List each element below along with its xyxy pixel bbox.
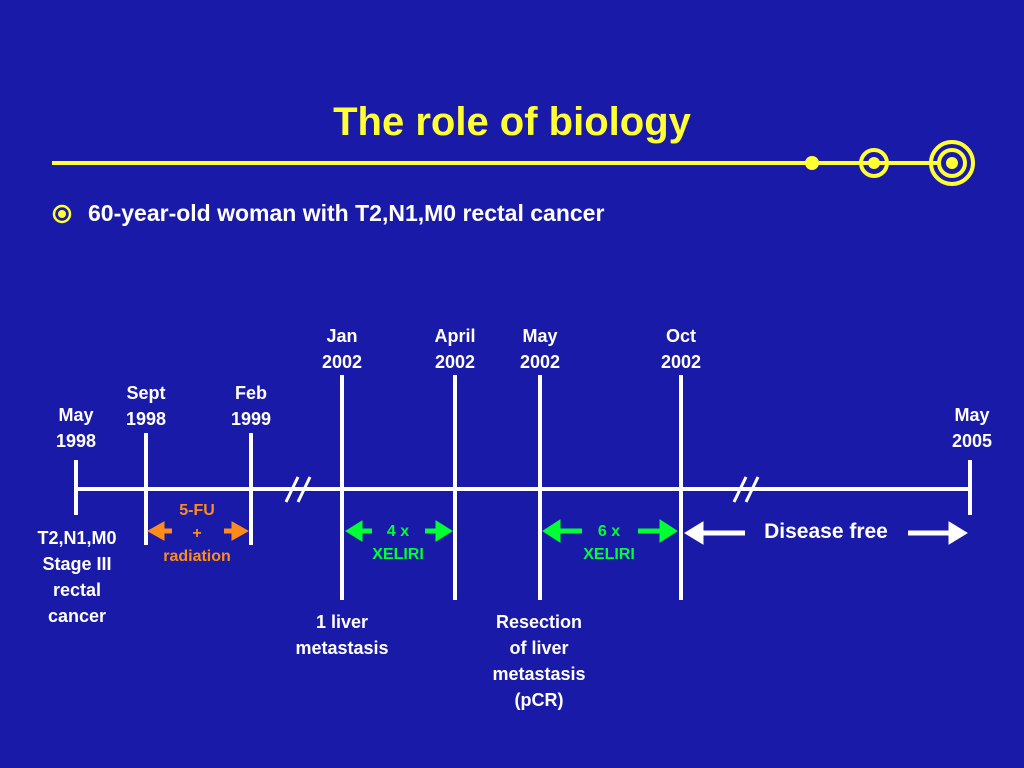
dot-icon — [805, 156, 819, 170]
axis-break-mark — [732, 476, 760, 503]
event-disease-free: Disease free — [764, 520, 888, 543]
event-xeliri-2: 6 x XELIRI — [583, 523, 635, 563]
slide-title: The role of biology — [333, 100, 691, 144]
event-liver-metastasis: 1 liver metastasis — [295, 612, 389, 658]
double-ring-target-icon — [929, 140, 975, 186]
header-divider — [52, 140, 975, 186]
xeliri-arrow-1 — [345, 520, 453, 542]
ring-target-icon — [859, 148, 889, 178]
bullet-target-icon — [52, 204, 72, 223]
disease-free-arrow — [684, 521, 968, 545]
bullet-point: 60-year-old woman with T2,N1,M0 rectal c… — [52, 200, 604, 227]
bullet-text: 60-year-old woman with T2,N1,M0 rectal c… — [88, 200, 605, 226]
event-resection: Resection of liver metastasis (pCR) — [492, 612, 586, 710]
chemoradiation-arrow — [146, 521, 250, 541]
event-chemoradiation: 5-FU + radiation — [163, 502, 231, 565]
xeliri-arrow-2 — [542, 519, 678, 543]
event-diagnosis: T2,N1,M0 Stage III rectal cancer — [37, 528, 117, 626]
axis-break-mark — [284, 476, 312, 503]
event-xeliri-1: 4 x XELIRI — [372, 523, 424, 563]
